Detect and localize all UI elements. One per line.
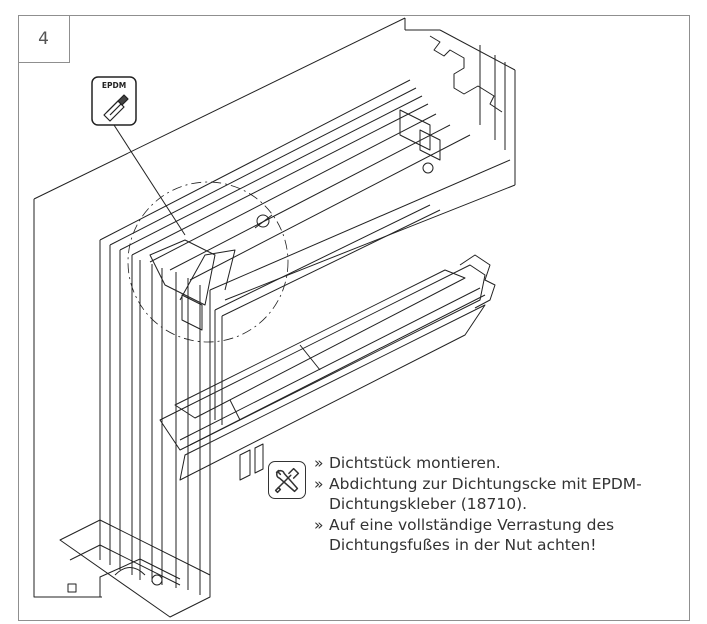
end-profile-section	[399, 35, 503, 174]
instruction-text: Auf eine vollständige Verrastung des Dic…	[329, 515, 615, 555]
loose-seal-profile	[159, 254, 496, 481]
corner-seal-piece	[149, 214, 273, 331]
instruction-item: » Abdichtung zur Dichtungscke mit EPDM-Di…	[314, 474, 707, 515]
vertical-profile	[99, 240, 211, 597]
epdm-badge: EPDM	[91, 76, 186, 236]
bullet: »	[314, 454, 324, 472]
wall-panel	[33, 17, 406, 598]
glue-tube-icon	[103, 94, 129, 122]
bullet: »	[314, 474, 324, 493]
step-number: 4	[18, 15, 70, 63]
instruction-list: » Dichtstück montieren. » Abdichtung zur D…	[314, 453, 707, 556]
bullet: »	[314, 515, 324, 534]
instruction-item: » Dichtstück montieren.	[314, 453, 707, 474]
instruction-item: » Auf eine vollständige Verrastung des Di…	[314, 515, 707, 556]
epdm-label: EPDM	[102, 81, 126, 90]
top-frame-rails	[99, 29, 516, 301]
instruction-text: Dichtstück montieren.	[329, 454, 501, 472]
bottom-profile-section	[59, 519, 211, 618]
tools-icon	[268, 461, 306, 499]
inner-frame	[214, 204, 441, 425]
detail-circle	[127, 181, 289, 343]
instruction-text: Abdichtung zur Dichtungscke mit EPDM-Dic…	[329, 474, 642, 514]
instruction-frame	[18, 15, 690, 621]
